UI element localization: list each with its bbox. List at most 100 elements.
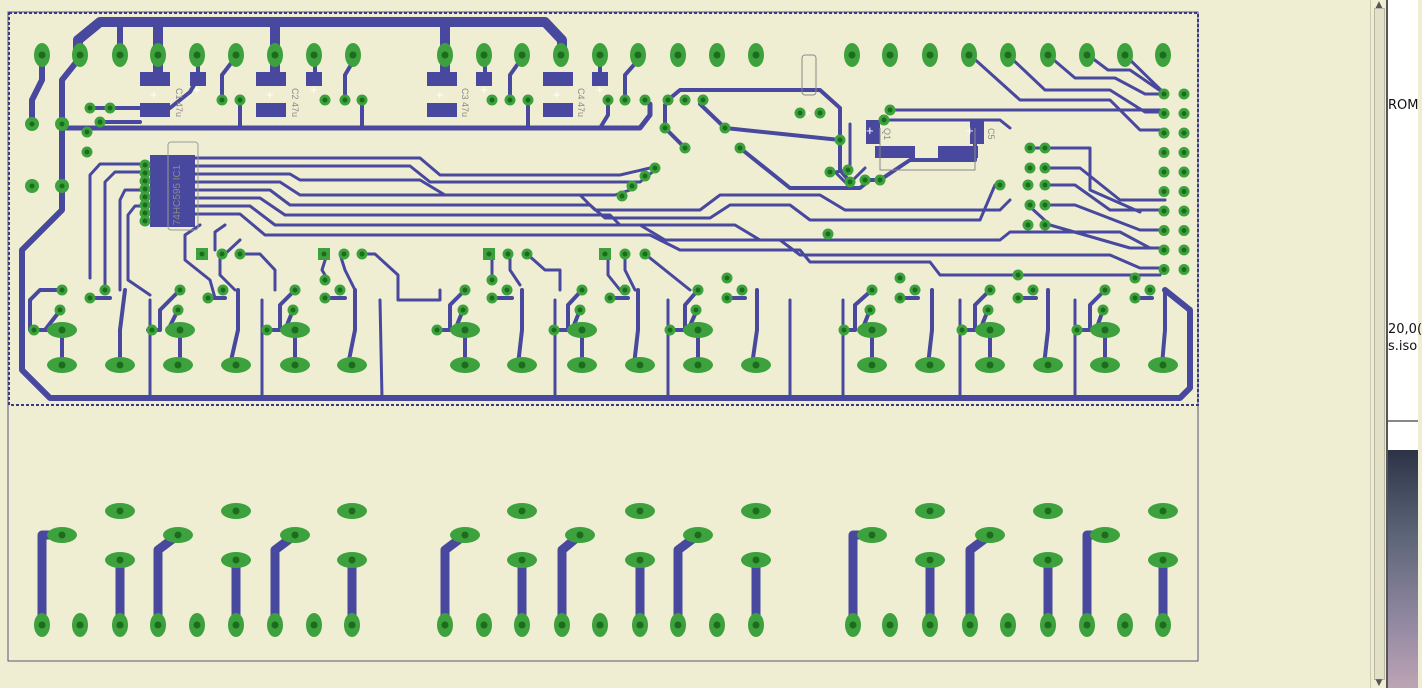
pad[interactable] [344, 613, 360, 637]
pad[interactable] [679, 142, 691, 154]
pad[interactable] [356, 248, 368, 260]
pad[interactable] [81, 146, 93, 158]
pad[interactable] [139, 175, 151, 187]
pad[interactable] [437, 613, 453, 637]
pad[interactable] [318, 248, 330, 260]
pad[interactable] [822, 228, 834, 240]
pad[interactable] [450, 527, 480, 543]
pad[interactable] [874, 174, 886, 186]
pad[interactable] [741, 503, 771, 519]
pad[interactable] [105, 357, 135, 373]
pad[interactable] [894, 272, 906, 284]
pad[interactable] [267, 613, 283, 637]
pad[interactable] [507, 503, 537, 519]
pad[interactable] [1148, 357, 1178, 373]
pad[interactable] [845, 613, 861, 637]
pad[interactable] [47, 357, 77, 373]
pad[interactable] [616, 190, 628, 202]
pad[interactable] [1022, 219, 1034, 231]
pad[interactable] [150, 613, 166, 637]
pad[interactable] [502, 248, 514, 260]
pad[interactable] [1178, 264, 1190, 275]
pad[interactable] [1155, 43, 1171, 67]
pad[interactable] [690, 304, 702, 316]
pad[interactable] [338, 248, 350, 260]
pad[interactable] [857, 322, 887, 338]
pad[interactable] [975, 527, 1005, 543]
pad[interactable] [866, 284, 878, 296]
pad[interactable] [1158, 244, 1170, 256]
pad[interactable] [139, 215, 151, 227]
pad[interactable] [216, 94, 228, 106]
pad[interactable] [721, 292, 733, 304]
pad[interactable] [619, 248, 631, 260]
pad[interactable] [1040, 43, 1056, 67]
pad[interactable] [172, 304, 184, 316]
pad[interactable] [659, 122, 671, 134]
pad[interactable] [228, 613, 244, 637]
pad[interactable] [882, 613, 898, 637]
pad[interactable] [625, 552, 655, 568]
pad[interactable] [683, 322, 713, 338]
pad[interactable] [34, 43, 50, 67]
pad[interactable] [306, 43, 322, 67]
pad[interactable] [1178, 88, 1190, 100]
scroll-up-icon[interactable]: ▲ [1375, 0, 1383, 10]
pad[interactable] [602, 94, 614, 106]
pad[interactable] [834, 134, 846, 146]
pad[interactable] [670, 613, 686, 637]
pad[interactable] [625, 503, 655, 519]
pad[interactable] [664, 324, 676, 336]
pad[interactable] [28, 324, 40, 336]
pad[interactable] [139, 191, 151, 203]
scroll-down-icon[interactable]: ▼ [1375, 678, 1383, 688]
pad[interactable] [915, 552, 945, 568]
pad[interactable] [34, 613, 50, 637]
pad[interactable] [431, 324, 443, 336]
pad[interactable] [267, 43, 283, 67]
pad[interactable] [483, 248, 495, 260]
pad[interactable] [486, 292, 498, 304]
pad[interactable] [1148, 552, 1178, 568]
pad[interactable] [592, 613, 608, 637]
pad[interactable] [741, 552, 771, 568]
pad[interactable] [709, 613, 725, 637]
pad[interactable] [228, 43, 244, 67]
pad[interactable] [922, 613, 938, 637]
pad[interactable] [961, 43, 977, 67]
pad[interactable] [146, 324, 158, 336]
pad[interactable] [139, 199, 151, 211]
pad[interactable] [514, 613, 530, 637]
pad[interactable] [1039, 162, 1051, 174]
pad[interactable] [217, 284, 229, 296]
pad[interactable] [104, 102, 116, 114]
pad[interactable] [719, 122, 731, 134]
pad[interactable] [679, 94, 691, 106]
pad[interactable] [216, 248, 228, 260]
pad[interactable] [280, 527, 310, 543]
pad[interactable] [280, 322, 310, 338]
pad[interactable] [306, 613, 322, 637]
pad[interactable] [84, 292, 96, 304]
pad[interactable] [221, 552, 251, 568]
pad[interactable] [565, 527, 595, 543]
pad[interactable] [1079, 43, 1095, 67]
pad[interactable] [287, 304, 299, 316]
pad[interactable] [649, 162, 661, 174]
pad[interactable] [692, 284, 704, 296]
pad[interactable] [1158, 264, 1170, 275]
pad[interactable] [567, 357, 597, 373]
pad[interactable] [1024, 162, 1036, 174]
pad[interactable] [554, 613, 570, 637]
pad[interactable] [859, 174, 871, 186]
pad[interactable] [915, 503, 945, 519]
pad[interactable] [1039, 199, 1051, 211]
pad[interactable] [838, 324, 850, 336]
pad[interactable] [857, 527, 887, 543]
pad[interactable] [54, 304, 66, 316]
pad[interactable] [261, 324, 273, 336]
pad[interactable] [1099, 284, 1111, 296]
pad[interactable] [1000, 613, 1016, 637]
pad[interactable] [450, 322, 480, 338]
pad[interactable] [1178, 244, 1190, 256]
